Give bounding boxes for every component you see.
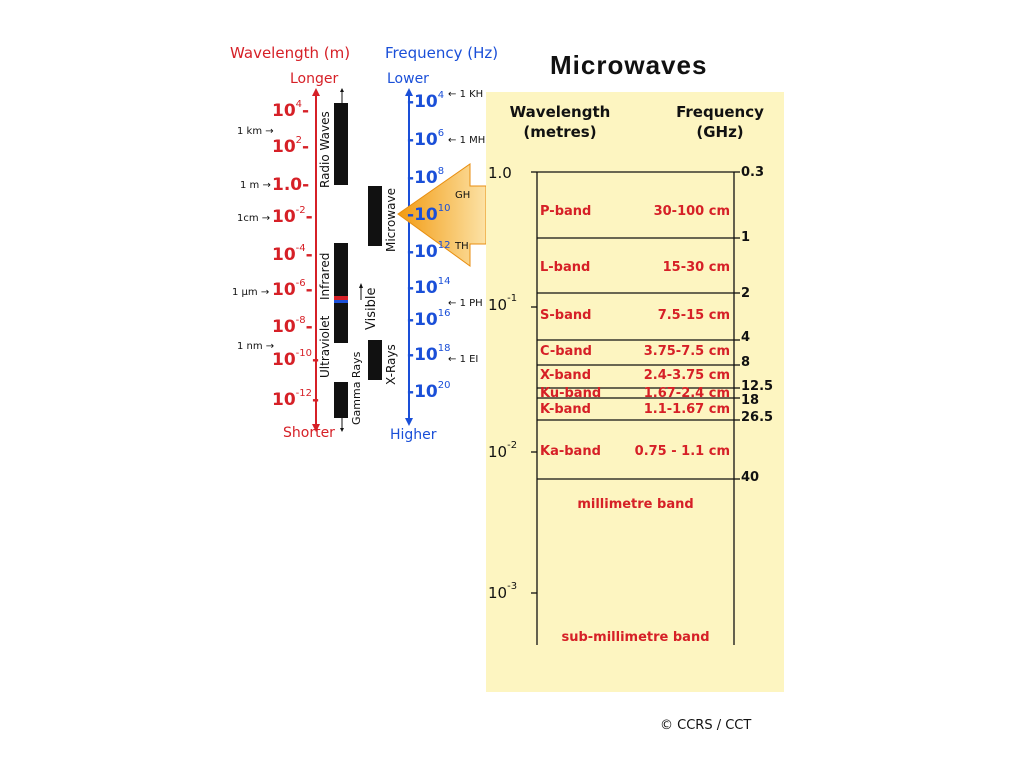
length-marker-1um: 1 µm → <box>232 287 270 298</box>
mw-band-range-4: 2.4-3.75 cm <box>643 368 730 383</box>
mw-band-name-4: X-band <box>540 368 591 383</box>
xray-band-bar <box>368 340 382 380</box>
mw-frequency-tick-1: 1 <box>741 230 751 245</box>
mw-millimetre-band: millimetre band <box>577 497 694 512</box>
frequency-tick-4: -1012 <box>407 240 451 262</box>
freq-marker-ghz: GH <box>455 190 471 201</box>
frequency-tick-1: -106 <box>407 128 445 150</box>
wavelength-tick-1: 102- <box>272 135 310 157</box>
mw-wavelength-tick-1: 10-1 <box>488 293 518 314</box>
mw-frequency-tick-6: 18 <box>741 393 760 408</box>
mw-band-name-5: Ku-band <box>540 386 602 401</box>
gamma-band-bar <box>334 382 348 418</box>
wavelength-tick-6: 10-8- <box>272 315 313 337</box>
mw-submillimetre-band: sub-millimetre band <box>561 630 710 645</box>
wavelength-tick-5: 10-6- <box>272 278 313 300</box>
mw-frequency-tick-4: 8 <box>741 355 751 370</box>
mw-band-name-0: P-band <box>540 204 592 219</box>
length-marker-1cm: 1cm → <box>237 213 271 224</box>
mw-frequency-tick-7: 26.5 <box>741 410 774 425</box>
wavelength-tick-3: 10-2- <box>272 205 313 227</box>
mw-frequency-header: Frequency (GHz) <box>660 102 780 142</box>
wavelength-top-label: Longer <box>290 71 339 87</box>
wavelength-axis-arrow-down <box>312 424 320 432</box>
wavelength-header: Wavelength (m) <box>230 44 351 62</box>
mw-band-name-1: L-band <box>540 260 591 275</box>
mw-wavelength-tick-2: 10-2 <box>488 440 518 461</box>
wavelength-tick-8: 10-12- <box>272 388 320 410</box>
mw-frequency-header-text: Frequency (GHz) <box>676 103 764 141</box>
mw-band-range-5: 1.67-2.4 cm <box>643 386 730 401</box>
mw-band-name-7: Ka-band <box>540 444 601 459</box>
frequency-top-label: Lower <box>387 71 429 87</box>
frequency-tick-6: -1016 <box>407 308 451 330</box>
frequency-axis-arrow-up <box>405 88 413 96</box>
visible-blue-stripe <box>334 300 348 303</box>
mw-band-range-3: 3.75-7.5 cm <box>643 344 730 359</box>
wavelength-bottom-label: Shorter <box>283 425 335 441</box>
frequency-tick-0: -104 <box>407 90 445 112</box>
mw-frequency-tick-0: 0.3 <box>741 165 765 180</box>
freq-marker-khz: ← 1 KH <box>448 89 484 100</box>
frequency-tick-3: -1010 <box>407 203 451 225</box>
length-marker-1m: 1 m → <box>240 180 271 191</box>
wavelength-tick-7: 10-10- <box>272 348 320 370</box>
frequency-header: Frequency (Hz) <box>385 44 499 62</box>
microwave-band-bar <box>368 186 382 246</box>
mw-wavelength-tick-3: 10-3 <box>488 581 518 602</box>
visible-red-stripe <box>334 296 348 300</box>
mw-frequency-tick-5: 12.5 <box>741 379 774 394</box>
mw-band-range-1: 15-30 cm <box>662 260 730 275</box>
microwaves-title: Microwaves <box>550 50 708 80</box>
mw-wavelength-header: Wavelength (metres) <box>500 102 620 142</box>
mw-band-range-0: 30-100 cm <box>653 204 730 219</box>
mw-band-name-2: S-band <box>540 308 592 323</box>
freq-marker-thz: TH <box>455 241 469 252</box>
frequency-bottom-label: Higher <box>390 427 437 443</box>
infrared-uv-band-bar <box>334 243 348 343</box>
mw-wavelength-tick-0: 1.0 <box>488 164 512 182</box>
wavelength-tick-2: 1.0- <box>272 175 310 195</box>
length-marker-1km: 1 km → <box>237 126 274 137</box>
frequency-axis-arrow-down <box>405 418 413 426</box>
frequency-tick-7: -1018 <box>407 343 451 365</box>
mw-frequency-tick-3: 4 <box>741 330 751 345</box>
frequency-tick-5: -1014 <box>407 276 451 298</box>
freq-marker-ehz: ← 1 EI <box>448 354 479 365</box>
wavelength-tick-0: 104- <box>272 99 310 121</box>
frequency-tick-2: -108 <box>407 166 445 188</box>
length-marker-1nm: 1 nm → <box>237 341 275 352</box>
mw-band-range-2: 7.5-15 cm <box>657 308 730 323</box>
freq-marker-phz: ← 1 PH <box>448 298 483 309</box>
mw-frequency-tick-2: 2 <box>741 286 751 301</box>
mw-band-range-6: 1.1-1.67 cm <box>643 402 730 417</box>
mw-wavelength-header-text: Wavelength (metres) <box>509 103 611 141</box>
frequency-tick-8: -1020 <box>407 380 451 402</box>
mw-frequency-tick-8: 40 <box>741 470 760 485</box>
mw-band-name-3: C-band <box>540 344 592 359</box>
wavelength-tick-4: 10-4- <box>272 243 313 265</box>
mw-band-name-6: K-band <box>540 402 591 417</box>
mw-band-range-7: 0.75 - 1.1 cm <box>634 444 730 459</box>
freq-marker-mhz: ← 1 MH <box>448 135 486 146</box>
copyright: © CCRS / CCT <box>660 718 752 733</box>
wavelength-axis-arrow-up <box>312 88 320 96</box>
radio-band-bar <box>334 103 348 185</box>
